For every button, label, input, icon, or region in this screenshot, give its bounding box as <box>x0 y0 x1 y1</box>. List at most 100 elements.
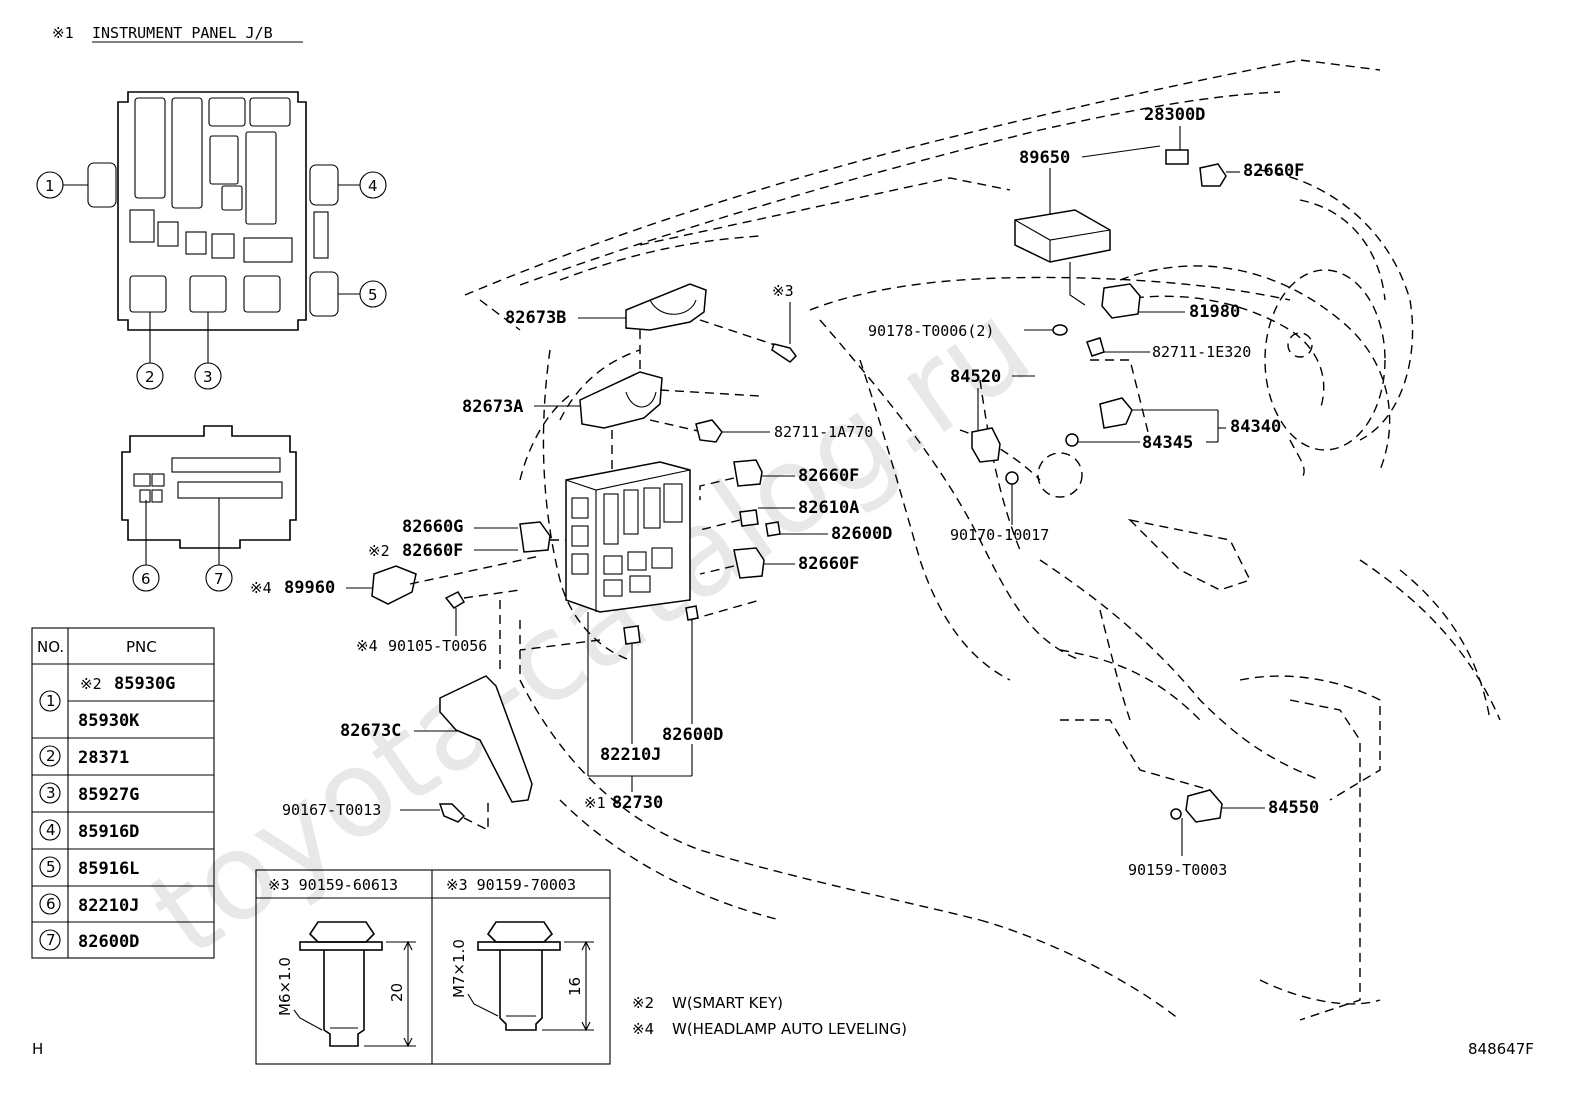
part-90105-T0056[interactable]: ※4 90105-T0056 <box>356 589 521 655</box>
bolt-left-title: ※3 90159-60613 <box>268 876 398 894</box>
part-82660F-lower[interactable]: 82660F <box>699 547 859 579</box>
svg-text:※2: ※2 <box>632 994 654 1012</box>
part-89650[interactable]: 89650 <box>1014 145 1161 306</box>
svg-text:2: 2 <box>145 368 155 386</box>
callout-1: 1 <box>36 171 88 199</box>
svg-text:5: 5 <box>368 286 378 304</box>
svg-text:82600D: 82600D <box>662 725 723 745</box>
svg-text:※2: ※2 <box>368 542 390 560</box>
part-82660F-mid[interactable]: 82660F <box>699 459 859 500</box>
header-title: INSTRUMENT PANEL J/B <box>92 24 273 42</box>
part-82210J[interactable]: 82210J <box>600 625 661 765</box>
pnc-row: 85927G <box>78 785 139 805</box>
svg-text:82660F: 82660F <box>798 466 859 486</box>
part-82660F-top[interactable]: 82660F <box>1199 161 1304 187</box>
svg-text:6: 6 <box>46 895 56 913</box>
svg-text:90170-10017: 90170-10017 <box>950 526 1049 544</box>
pnc-table: NO. PNC 1 ※2 85930G 85930K 2 28371 3 859… <box>31 627 215 959</box>
header-note-mark: ※1 <box>52 24 74 42</box>
pnc-header-no: NO. <box>37 638 64 656</box>
svg-text:90167-T0013: 90167-T0013 <box>282 801 381 819</box>
svg-text:4: 4 <box>46 821 56 839</box>
bolt-left-thread: M6×1.0 <box>276 957 294 1016</box>
svg-text:6: 6 <box>141 570 151 588</box>
svg-text:3: 3 <box>46 784 56 802</box>
junction-block-leader: ※1 82730 <box>519 599 761 813</box>
bolt-left-length: 20 <box>388 983 406 1002</box>
svg-text:84345: 84345 <box>1142 433 1193 453</box>
bolt-right-thread: M7×1.0 <box>450 939 468 998</box>
watermark: toyota-catalog.ru <box>127 276 1055 984</box>
part-82610A[interactable]: 82610A <box>699 498 859 531</box>
part-82660G[interactable]: 82660G <box>402 517 566 553</box>
svg-text:82660F: 82660F <box>402 541 463 561</box>
svg-text:82673C: 82673C <box>340 721 401 741</box>
svg-text:82660G: 82660G <box>402 517 463 537</box>
callout-6: 6 <box>132 500 160 592</box>
notes: ※2 W(SMART KEY) ※4 W(HEADLAMP AUTO LEVEL… <box>632 994 907 1038</box>
svg-text:28300D: 28300D <box>1144 105 1205 125</box>
part-84340[interactable]: 84340 <box>1099 397 1281 442</box>
svg-text:82600D: 82600D <box>831 524 892 544</box>
svg-text:82673B: 82673B <box>505 308 566 328</box>
svg-text:W(SMART KEY): W(SMART KEY) <box>672 994 783 1012</box>
svg-text:82711-1A770: 82711-1A770 <box>774 423 873 441</box>
pnc-header-pnc: PNC <box>126 638 157 656</box>
footer-figure-code: 848647F <box>1468 1040 1534 1058</box>
part-90167-T0013[interactable]: 90167-T0013 <box>282 800 489 832</box>
svg-text:5: 5 <box>46 858 56 876</box>
svg-text:82730: 82730 <box>612 793 663 813</box>
svg-text:90178-T0006(2): 90178-T0006(2) <box>868 322 994 340</box>
svg-text:1: 1 <box>45 177 55 195</box>
callout-4: 4 <box>338 171 387 199</box>
bolt-note-3[interactable]: ※3 <box>771 282 797 363</box>
svg-text:89960: 89960 <box>284 578 335 598</box>
svg-text:※4: ※4 <box>356 637 378 655</box>
svg-text:3: 3 <box>203 368 213 386</box>
pnc-row: 82210J <box>78 896 139 916</box>
callout-3: 3 <box>194 312 222 390</box>
svg-text:4: 4 <box>368 177 378 195</box>
part-89960[interactable]: ※4 89960 <box>250 555 541 605</box>
part-82600D-bottom[interactable]: 82600D <box>662 605 723 745</box>
junction-block-82730[interactable] <box>565 461 691 613</box>
svg-text:1: 1 <box>46 692 56 710</box>
svg-text:82660F: 82660F <box>798 554 859 574</box>
part-84345[interactable]: 84345 <box>1065 433 1218 453</box>
part-82711-1A770[interactable]: 82711-1A770 <box>695 419 873 443</box>
callout-7: 7 <box>205 498 233 592</box>
part-90170-10017[interactable]: 90170-10017 <box>950 471 1049 544</box>
pnc-row: 28371 <box>78 748 129 768</box>
svg-text:90105-T0056: 90105-T0056 <box>388 637 487 655</box>
svg-text:2: 2 <box>46 747 56 765</box>
part-28300D[interactable]: 28300D <box>1144 105 1205 165</box>
svg-text:84550: 84550 <box>1268 798 1319 818</box>
svg-text:※3: ※3 <box>772 282 794 300</box>
svg-text:89650: 89650 <box>1019 148 1070 168</box>
svg-text:82711-1E320: 82711-1E320 <box>1152 343 1251 361</box>
svg-text:82210J: 82210J <box>600 745 661 765</box>
svg-text:※4: ※4 <box>250 579 272 597</box>
part-84520[interactable]: 84520 <box>950 367 1035 463</box>
svg-text:7: 7 <box>214 570 224 588</box>
svg-text:※2: ※2 <box>80 675 102 693</box>
part-82600D-right[interactable]: 82600D <box>765 521 892 544</box>
footer-left: H <box>32 1040 43 1058</box>
part-84550[interactable]: 84550 <box>1185 789 1319 823</box>
part-81980[interactable]: 81980 <box>1101 283 1240 322</box>
pnc-row: 85916D <box>78 822 139 842</box>
pnc-row: 82600D <box>78 932 139 952</box>
part-82673A[interactable]: 82673A <box>462 371 761 470</box>
junction-block-front-view <box>87 91 339 331</box>
part-82711-1E320[interactable]: 82711-1E320 <box>1086 337 1251 361</box>
bolt-spec-table: ※3 90159-60613 ※3 90159-70003 20 M6×1.0 … <box>255 869 611 1065</box>
svg-text:82673A: 82673A <box>462 397 523 417</box>
part-90159-T0003[interactable]: 90159-T0003 <box>1128 808 1227 879</box>
part-90178-T0006[interactable]: 90178-T0006(2) <box>868 322 1068 340</box>
svg-text:90159-T0003: 90159-T0003 <box>1128 861 1227 879</box>
part-82673B[interactable]: 82673B <box>505 283 791 370</box>
junction-block-rear-view <box>121 425 297 549</box>
part-82660F-smart-key[interactable]: ※2 82660F <box>368 541 518 561</box>
pnc-row: 85916L <box>78 859 139 879</box>
svg-text:84340: 84340 <box>1230 417 1281 437</box>
